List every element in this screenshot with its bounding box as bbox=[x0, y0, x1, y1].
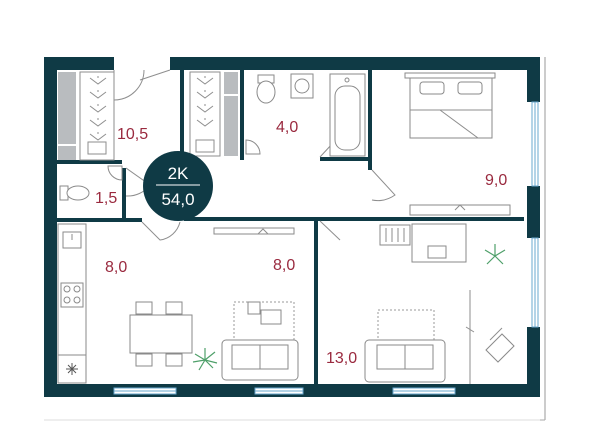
snowflake-icon bbox=[66, 363, 78, 375]
room-area-labels: 10,5 4,0 9,0 1,5 8,0 8,0 13,0 bbox=[95, 119, 507, 367]
room-area-toilet: 1,5 bbox=[95, 190, 117, 207]
bedroom-wardrobe-icon bbox=[409, 204, 511, 216]
wc-fixtures bbox=[59, 165, 123, 201]
hanger-icon bbox=[87, 76, 215, 155]
kitchen-furniture bbox=[57, 223, 87, 384]
balcony-plant-icon bbox=[484, 244, 506, 265]
interior-walls bbox=[57, 70, 524, 384]
apartment-badge: 2K 54,0 bbox=[143, 151, 213, 221]
armchair-icon bbox=[485, 327, 515, 363]
tv-stand bbox=[213, 227, 295, 235]
wc-sink-icon bbox=[107, 165, 123, 181]
room-area-bathroom: 4,0 bbox=[276, 119, 298, 136]
room-area-wardrobe: 10,5 bbox=[117, 126, 148, 143]
apartment-total-area: 54,0 bbox=[161, 190, 194, 209]
room-area-kitchen: 8,0 bbox=[105, 259, 127, 276]
dining-furniture bbox=[129, 227, 299, 381]
apartment-type: 2K bbox=[168, 164, 189, 183]
toilet-icon bbox=[256, 80, 276, 104]
plant-icon bbox=[192, 348, 218, 371]
wc-toilet-icon bbox=[66, 185, 90, 201]
bath-fixtures bbox=[245, 73, 366, 157]
closets bbox=[58, 71, 238, 161]
dining-table-icon bbox=[129, 314, 193, 354]
room-area-bedroom: 9,0 bbox=[485, 172, 507, 189]
windows bbox=[44, 57, 546, 421]
bookshelf bbox=[379, 224, 411, 246]
desk-icon bbox=[411, 223, 467, 263]
sink-icon bbox=[245, 139, 261, 155]
living-furniture bbox=[364, 223, 515, 383]
room-area-living-room: 13,0 bbox=[326, 350, 357, 367]
stove-icon bbox=[60, 282, 84, 308]
room-area-dining: 8,0 bbox=[273, 257, 295, 274]
bedroom-furniture bbox=[404, 72, 511, 216]
